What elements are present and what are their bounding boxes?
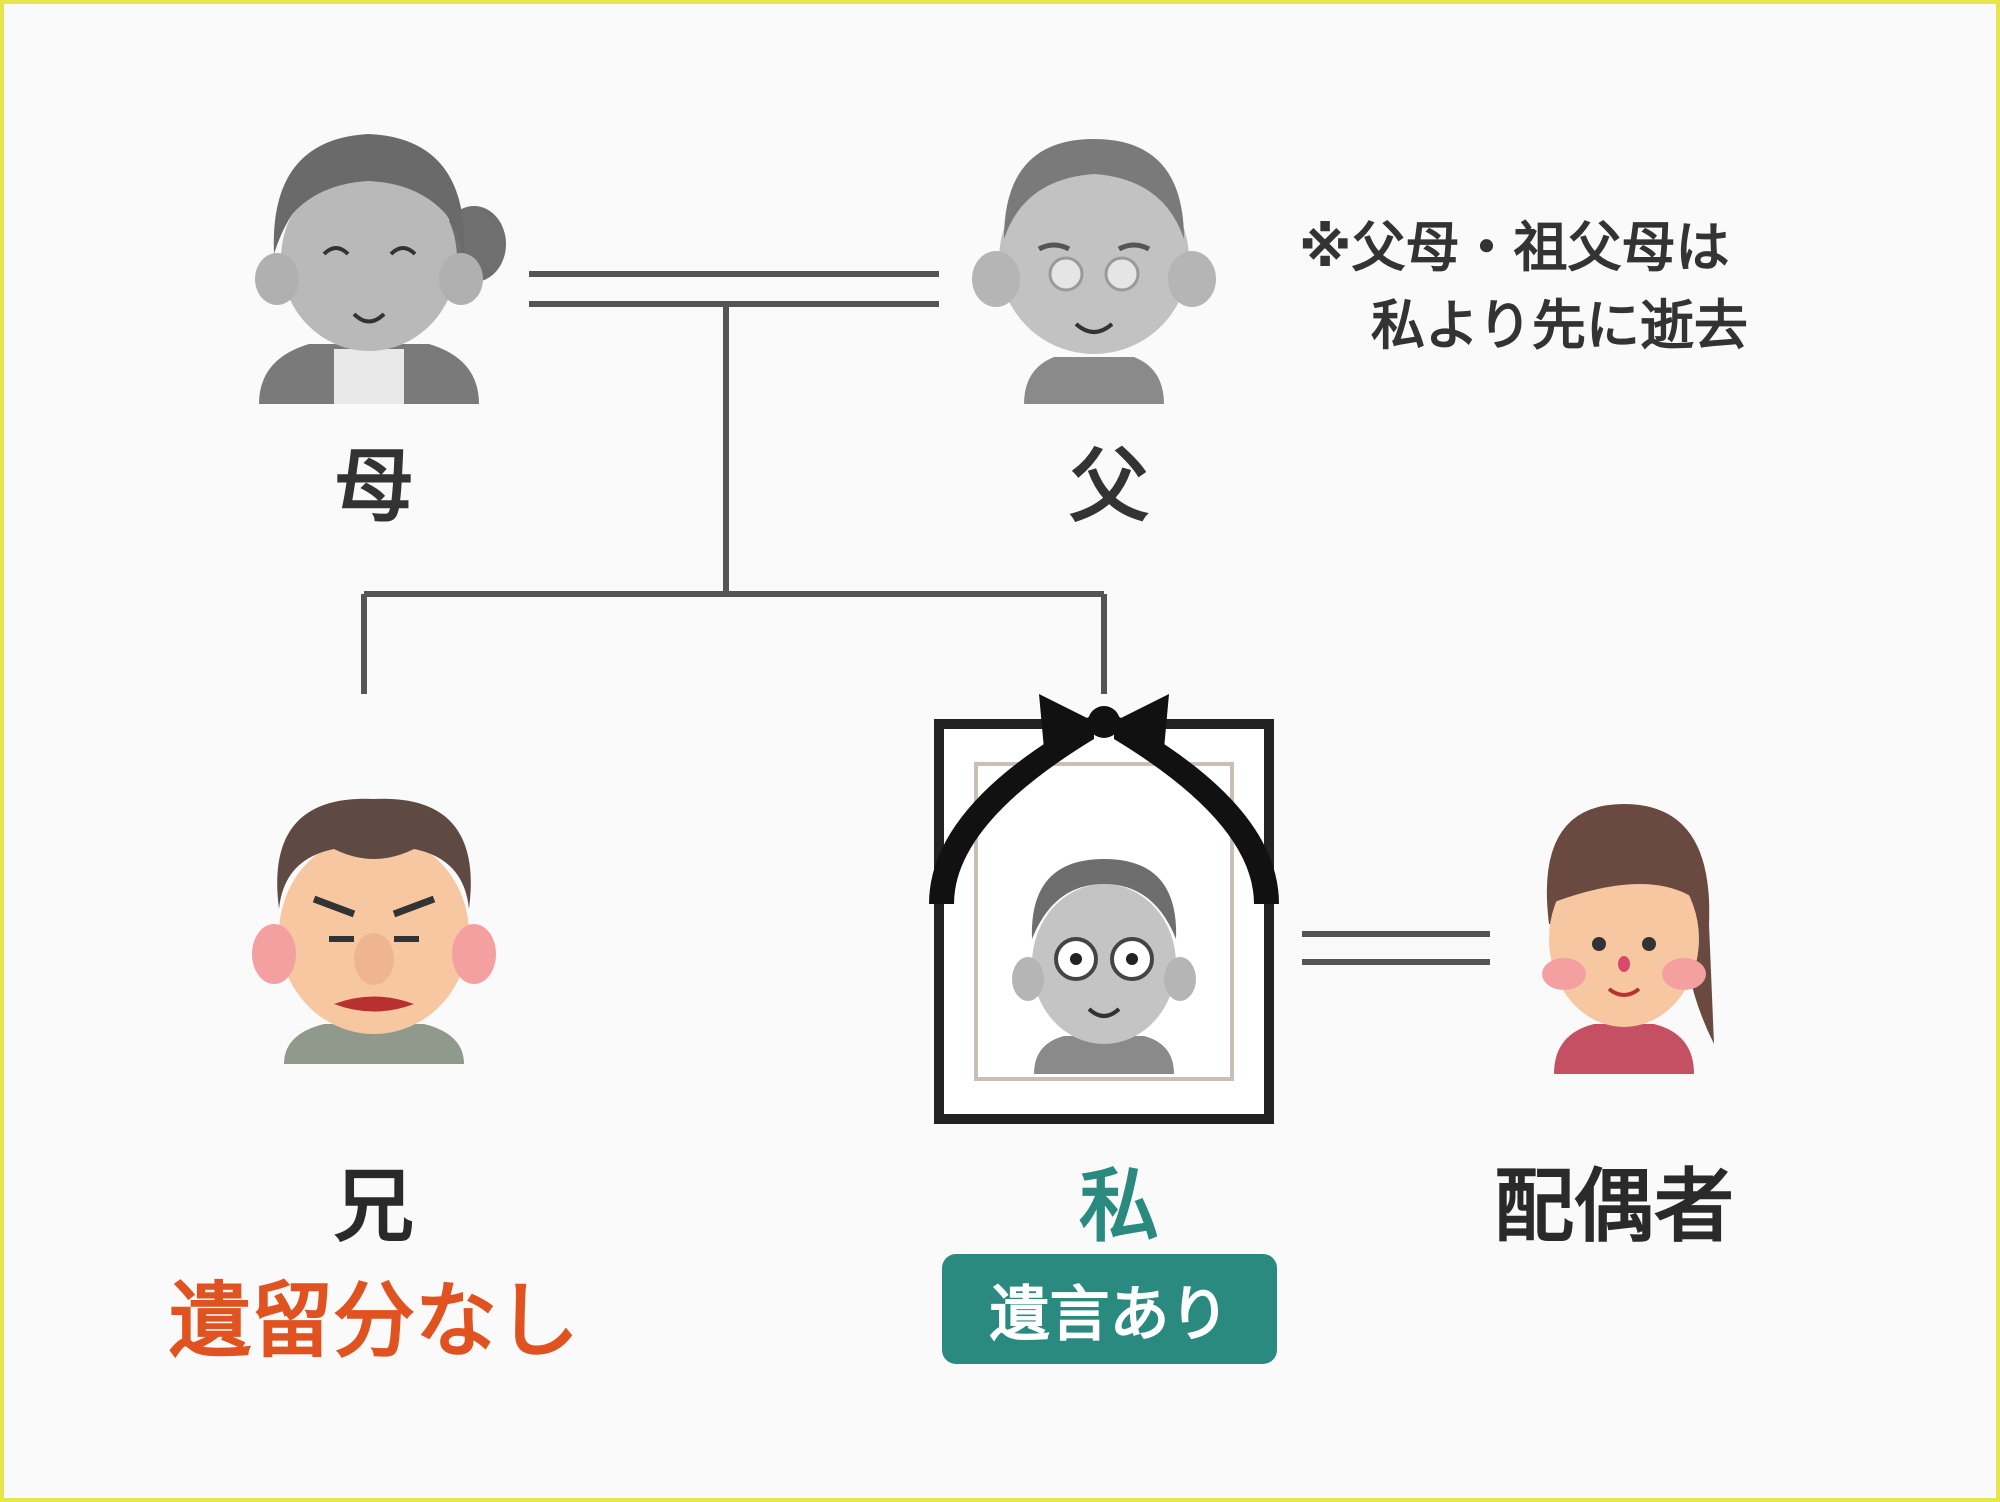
connector-lines (364, 274, 1490, 962)
will-exists-badge: 遺言あり (942, 1254, 1277, 1364)
no-legal-reserve-note: 遺留分なし (124, 1254, 624, 1373)
mother-label: 母 (274, 422, 474, 538)
memorial-portrait-icon (929, 694, 1279, 1119)
father-label: 父 (1009, 422, 1209, 538)
brother-label: 兄 (274, 1142, 474, 1258)
self-label: 私 (1019, 1142, 1219, 1258)
deceased-note: ※父母・祖父母は 私より先に逝去 (1299, 209, 1748, 365)
spouse-label: 配偶者 (1444, 1142, 1784, 1258)
elderly-man-grey-icon (972, 139, 1216, 404)
elderly-woman-icon (1542, 804, 1714, 1074)
elderly-woman-grey-icon (255, 134, 506, 404)
deceased-note-line-2: 私より先に逝去 (1299, 287, 1748, 365)
angry-man-icon (252, 799, 496, 1064)
deceased-note-line-1: ※父母・祖父母は (1299, 209, 1748, 287)
